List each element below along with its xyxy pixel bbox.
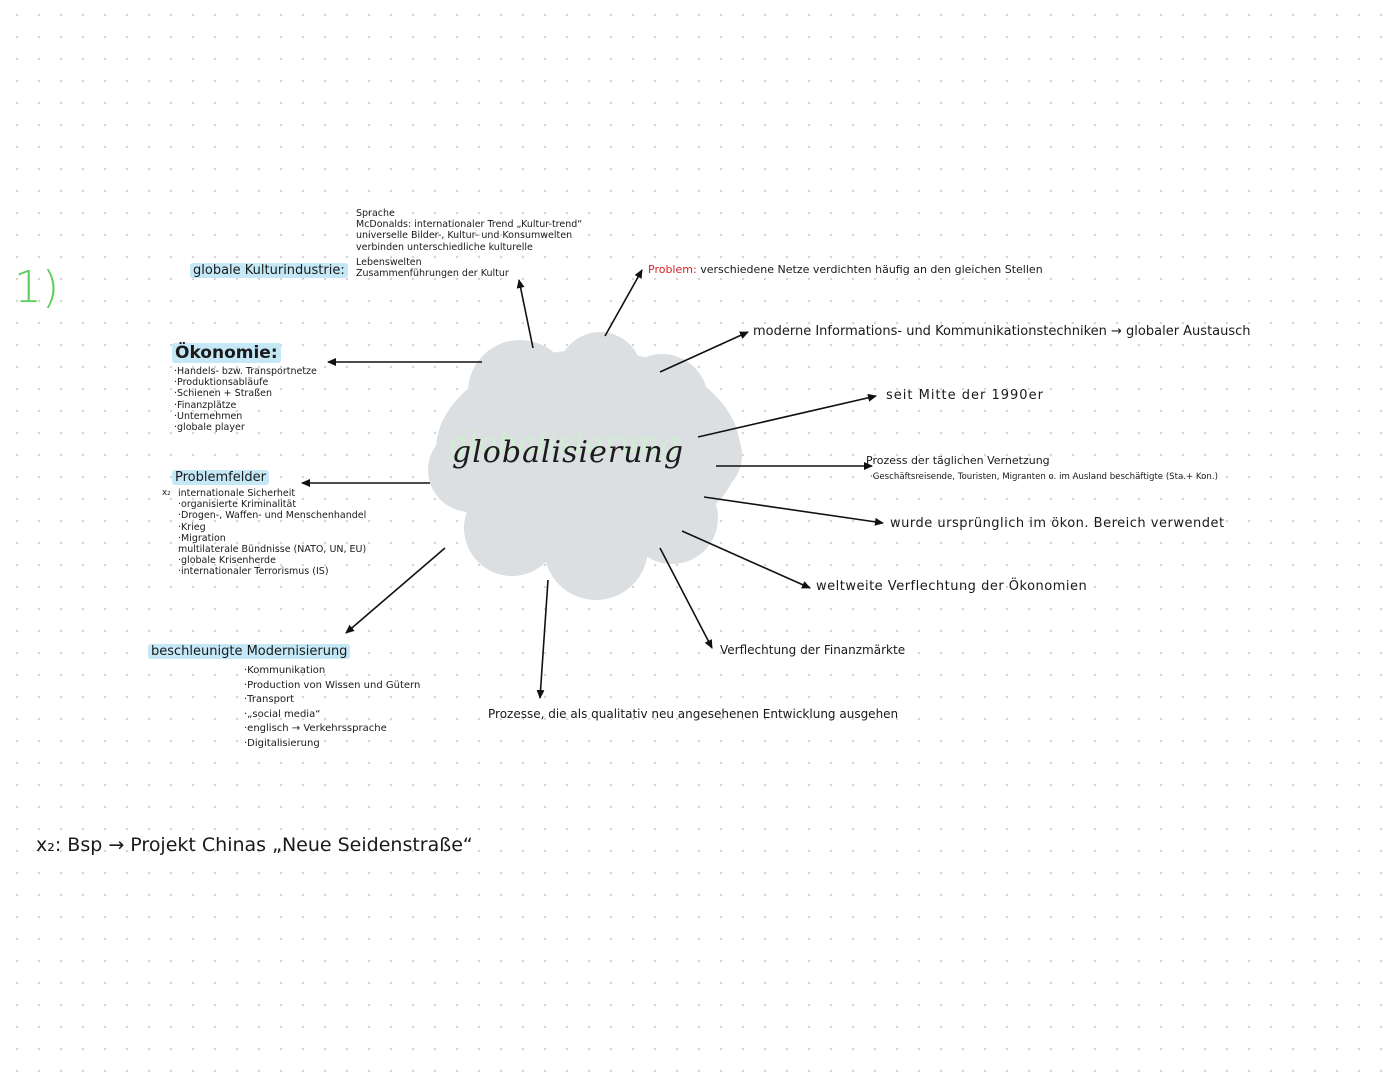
culture-item: McDonalds: internationaler Trend „Kultur…: [356, 219, 583, 231]
culture-label: globale Kulturindustrie:: [190, 263, 348, 278]
modernization-item: ·Transport: [244, 694, 295, 705]
process-note: Prozess der täglichen Vernetzung: [866, 454, 1050, 467]
economy-item: ·Handels- bzw. Transportnetze: [174, 366, 317, 377]
problems-heading: Problemfelder: [172, 470, 269, 485]
since-note: seit Mitte der 1990er: [886, 388, 1044, 403]
culture-label-text: globale Kulturindustrie:: [190, 263, 348, 278]
modernization-item: ·„social media“: [244, 708, 321, 720]
arrow-processes: [536, 579, 549, 699]
arrow-since: [697, 393, 877, 438]
center-label-shadow: globalisierung: [448, 426, 681, 461]
center-label: globalisierung: [452, 435, 685, 470]
process-subnote: ·Geschäftsreisende, Touristen, Migranten…: [870, 472, 1218, 482]
problems-item: ·Drogen-, Waffen- und Menschenhandel: [178, 510, 367, 522]
economy-item: ·globale player: [174, 422, 245, 434]
it-note: moderne Informations- und Kommunikations…: [753, 324, 1251, 339]
culture-item: universelle Bilder-, Kultur- und Konsumw…: [356, 230, 573, 242]
econ-field-note: wurde ursprünglich im ökon. Bereich verw…: [890, 516, 1225, 531]
problems-item: internationale Sicherheit: [178, 488, 296, 499]
economy-heading: Ökonomie:: [172, 343, 281, 363]
economy-item: ·Finanzplätze: [174, 399, 237, 411]
modernization-item: ·Production von Wissen und Gütern: [244, 679, 421, 691]
economy-list: ·Handels- bzw. Transportnetze ·Produktio…: [174, 366, 317, 433]
culture-item: verbinden unterschiedliche kulturelle: [356, 241, 533, 253]
modernization-heading-text: beschleunigte Modernisierung: [148, 644, 351, 659]
problems-item: ·Krieg: [178, 521, 206, 533]
culture-item: Lebenswelten: [356, 256, 422, 268]
culture-item: Sprache: [356, 208, 395, 219]
arrow-worldwide: [681, 530, 811, 589]
economy-item: ·Schienen + Straßen: [174, 388, 272, 400]
culture-item: Zusammenführungen der Kultur: [356, 268, 509, 280]
problem-text: verschiedene Netze verdichten häufig an …: [700, 263, 1043, 276]
arrow-modernization: [345, 547, 446, 634]
economy-item: ·Produktionsabläufe: [174, 377, 269, 389]
arrow-it: [659, 331, 749, 373]
problems-item: ·internationaler Terrorismus (IS): [178, 566, 329, 578]
problems-item: multilaterale Bündnisse (NATO, UN, EU): [178, 544, 367, 556]
problem-label: Problem:: [648, 263, 697, 276]
arrow-econ-field: [703, 496, 884, 526]
section-number: 1): [14, 262, 60, 313]
problems-list: internationale Sicherheit ·organisierte …: [178, 488, 366, 578]
problems-item: ·organisierte Kriminalität: [178, 499, 297, 511]
center-cloud: [428, 332, 742, 600]
worldwide-note: weltweite Verflechtung der Ökonomien: [816, 579, 1088, 594]
arrow-finance: [659, 547, 713, 649]
problems-heading-text: Problemfelder: [172, 470, 269, 485]
problem-note: Problem: verschiedene Netze verdichten h…: [648, 263, 1043, 276]
problems-marker: x₂: [162, 488, 171, 498]
finance-note: Verflechtung der Finanzmärkte: [720, 643, 906, 657]
modernization-heading: beschleunigte Modernisierung: [148, 644, 351, 659]
problems-item: ·globale Krisenherde: [178, 555, 276, 567]
arrow-culture: [516, 279, 534, 349]
modernization-item: ·englisch → Verkehrssprache: [244, 723, 387, 734]
problems-item: ·Migration: [178, 532, 226, 544]
modernization-item: ·Kommunikation: [244, 665, 326, 676]
arrow-problem: [604, 269, 643, 337]
modernization-item: ·Digitalisierung: [244, 737, 320, 749]
culture-list: Sprache McDonalds: internationaler Trend…: [356, 208, 582, 279]
footnote: x₂: Bsp → Projekt Chinas „Neue Seidenstr…: [36, 834, 473, 856]
economy-heading-text: Ökonomie:: [172, 343, 281, 363]
modernization-list: ·Kommunikation ·Production von Wissen un…: [244, 664, 420, 751]
processes-note: Prozesse, die als qualitativ neu angeseh…: [488, 707, 899, 721]
economy-item: ·Unternehmen: [174, 410, 243, 422]
